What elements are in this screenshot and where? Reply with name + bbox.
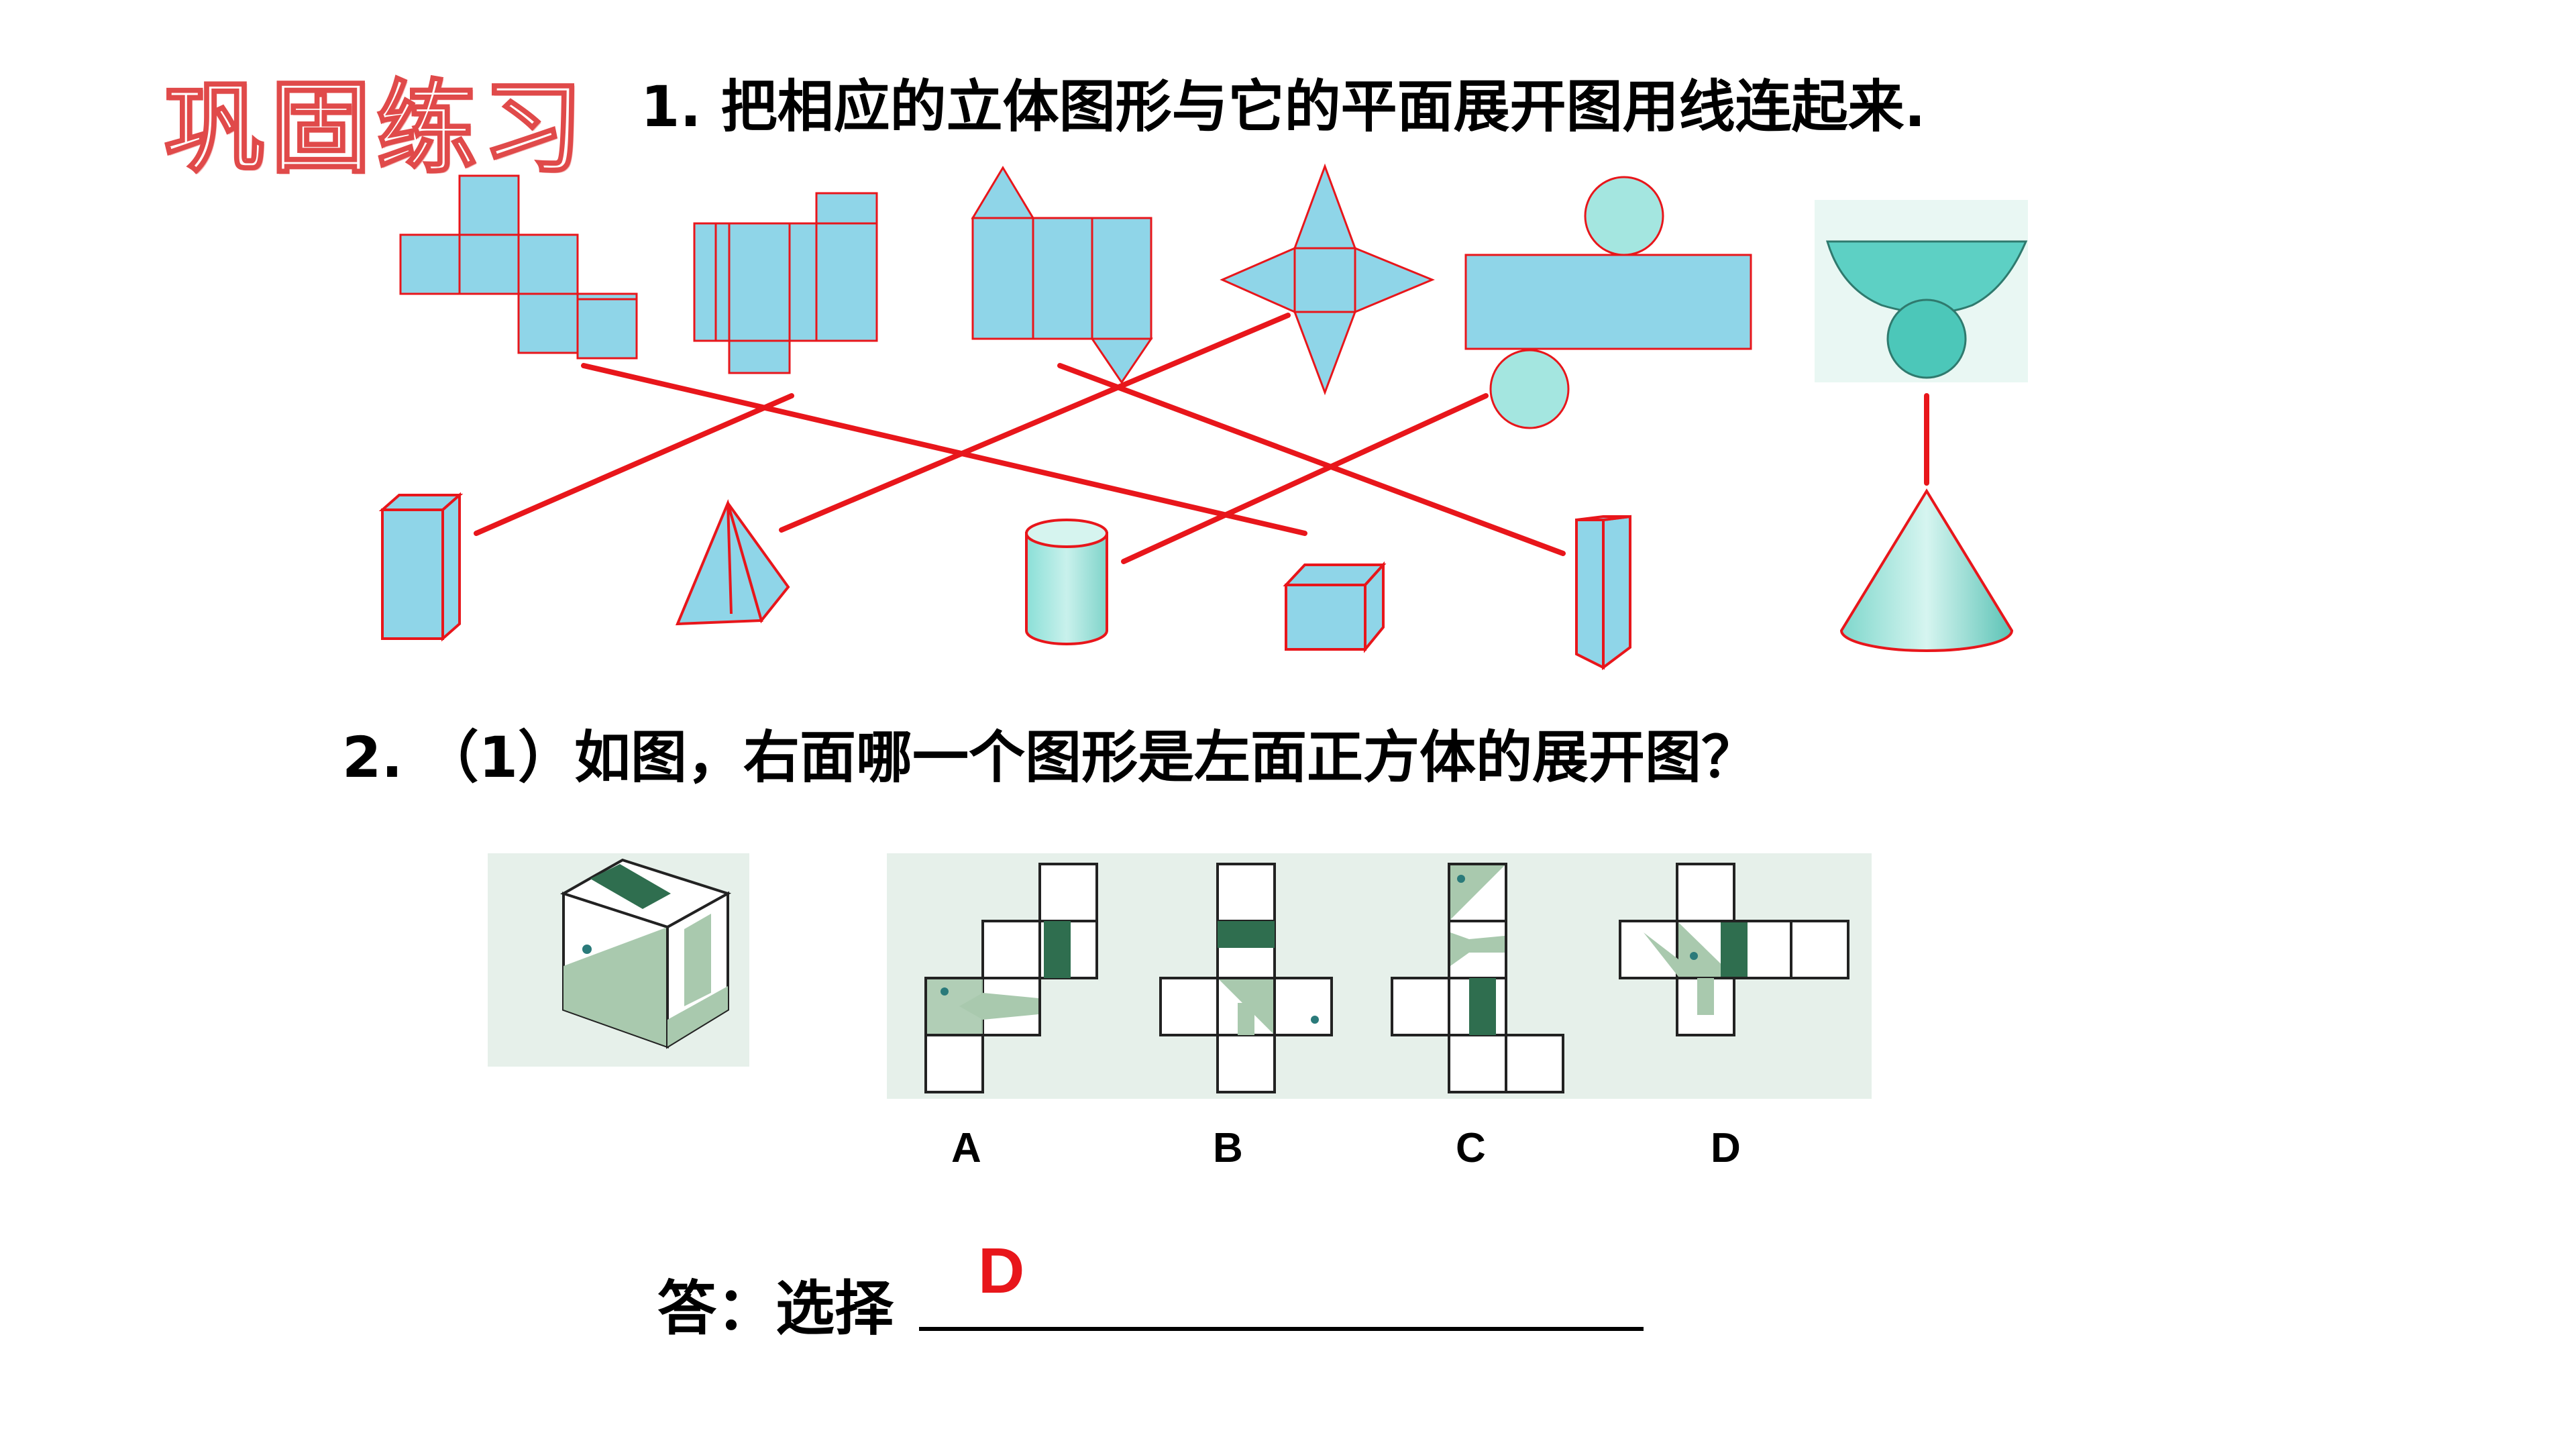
option-b-net	[1159, 863, 1333, 1093]
answer-prompt: 答：选择	[657, 1274, 894, 1343]
question-2-text: 2. （1）如图，右面哪一个图形是左面正方体的展开图？	[342, 724, 1758, 790]
solid-cone	[1839, 488, 2014, 652]
solid-cube	[1283, 561, 1387, 653]
line-cylnet-to-cylinder	[1121, 393, 1489, 564]
line-rectprism-to-cuboid	[474, 393, 794, 536]
answer-blank-line	[919, 1327, 1644, 1331]
net-cone	[1815, 200, 2028, 382]
solid-cylinder	[1025, 519, 1108, 645]
solid-cuboid	[378, 492, 464, 642]
answer-value: D	[978, 1235, 1025, 1307]
option-c-net	[1391, 863, 1564, 1093]
connection-lines	[474, 313, 1929, 564]
solid-triangular-prism	[1575, 515, 1631, 670]
question-1-text: 1. 把相应的立体图形与它的平面展开图用线连起来.	[641, 74, 1926, 140]
net-triangular-prism	[971, 166, 1153, 384]
section-badge: 巩固练习	[163, 70, 589, 189]
line-triprism-to-triprism	[1057, 363, 1566, 556]
net-cube-staircase	[399, 174, 638, 360]
option-label-a: A	[951, 1125, 981, 1171]
net-rect-prism	[693, 192, 878, 374]
q2-cube-figure	[488, 853, 749, 1067]
option-label-b: B	[1213, 1125, 1243, 1171]
net-square-pyramid	[1220, 163, 1435, 396]
net-cylinder	[1464, 176, 1752, 429]
line-pyramid-to-pyramid	[779, 313, 1291, 533]
line-staircase-to-cube	[581, 363, 1307, 536]
option-label-c: C	[1456, 1125, 1486, 1171]
option-label-d: D	[1711, 1125, 1741, 1171]
solid-pyramid	[675, 498, 790, 626]
